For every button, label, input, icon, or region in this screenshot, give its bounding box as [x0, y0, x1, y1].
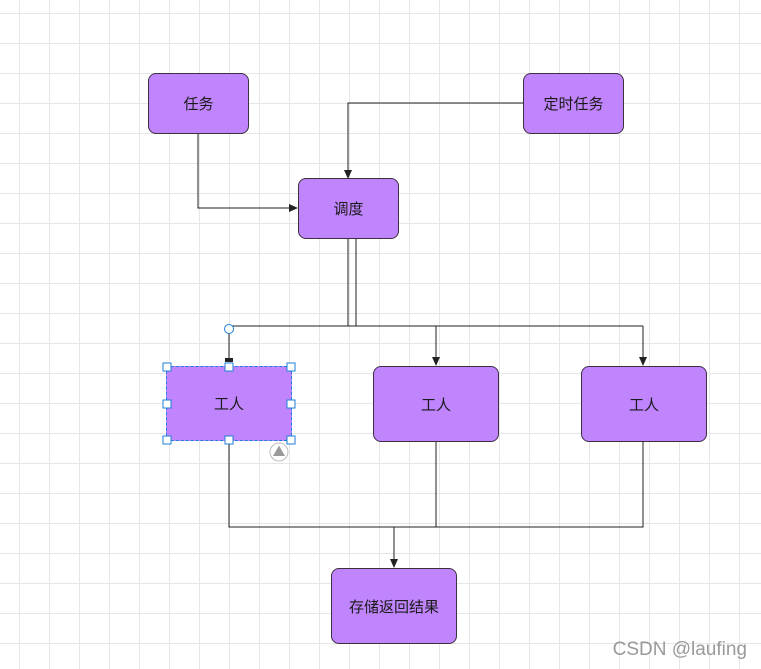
resize-handle-nw[interactable]: [162, 362, 172, 372]
resize-handle-sw[interactable]: [162, 435, 172, 445]
node-worker-3-label: 工人: [628, 395, 659, 414]
node-worker-1[interactable]: 工人: [162, 362, 296, 445]
connection-point-icon[interactable]: [224, 324, 234, 334]
resize-handle-ne[interactable]: [286, 362, 296, 372]
resize-handle-e[interactable]: [286, 399, 296, 408]
node-worker-3[interactable]: 工人: [581, 366, 707, 442]
node-worker-1-label: 工人: [213, 395, 244, 413]
edge-end-marker: [225, 358, 233, 362]
edge-timed-task-to-scheduler[interactable]: [344, 102, 523, 179]
node-worker-2-label: 工人: [420, 395, 451, 414]
rotate-handle-icon[interactable]: [269, 442, 289, 462]
resize-handle-s[interactable]: [224, 435, 234, 445]
node-task-label: 任务: [183, 95, 214, 113]
resize-handle-w[interactable]: [162, 399, 172, 408]
edge-task-to-scheduler[interactable]: [197, 133, 298, 212]
node-store-results-label: 存储返回结果: [348, 597, 439, 616]
node-scheduler-label: 调度: [333, 200, 364, 218]
watermark: CSDN @laufing: [612, 639, 747, 660]
node-timed-task[interactable]: 定时任务: [523, 73, 624, 134]
node-timed-task-label: 定时任务: [543, 95, 604, 113]
node-task[interactable]: 任务: [148, 73, 249, 134]
node-store-results[interactable]: 存储返回结果: [331, 568, 457, 644]
resize-handle-n[interactable]: [224, 362, 234, 372]
resize-handle-se[interactable]: [286, 435, 296, 445]
node-scheduler[interactable]: 调度: [298, 178, 399, 239]
node-worker-2[interactable]: 工人: [373, 366, 499, 442]
